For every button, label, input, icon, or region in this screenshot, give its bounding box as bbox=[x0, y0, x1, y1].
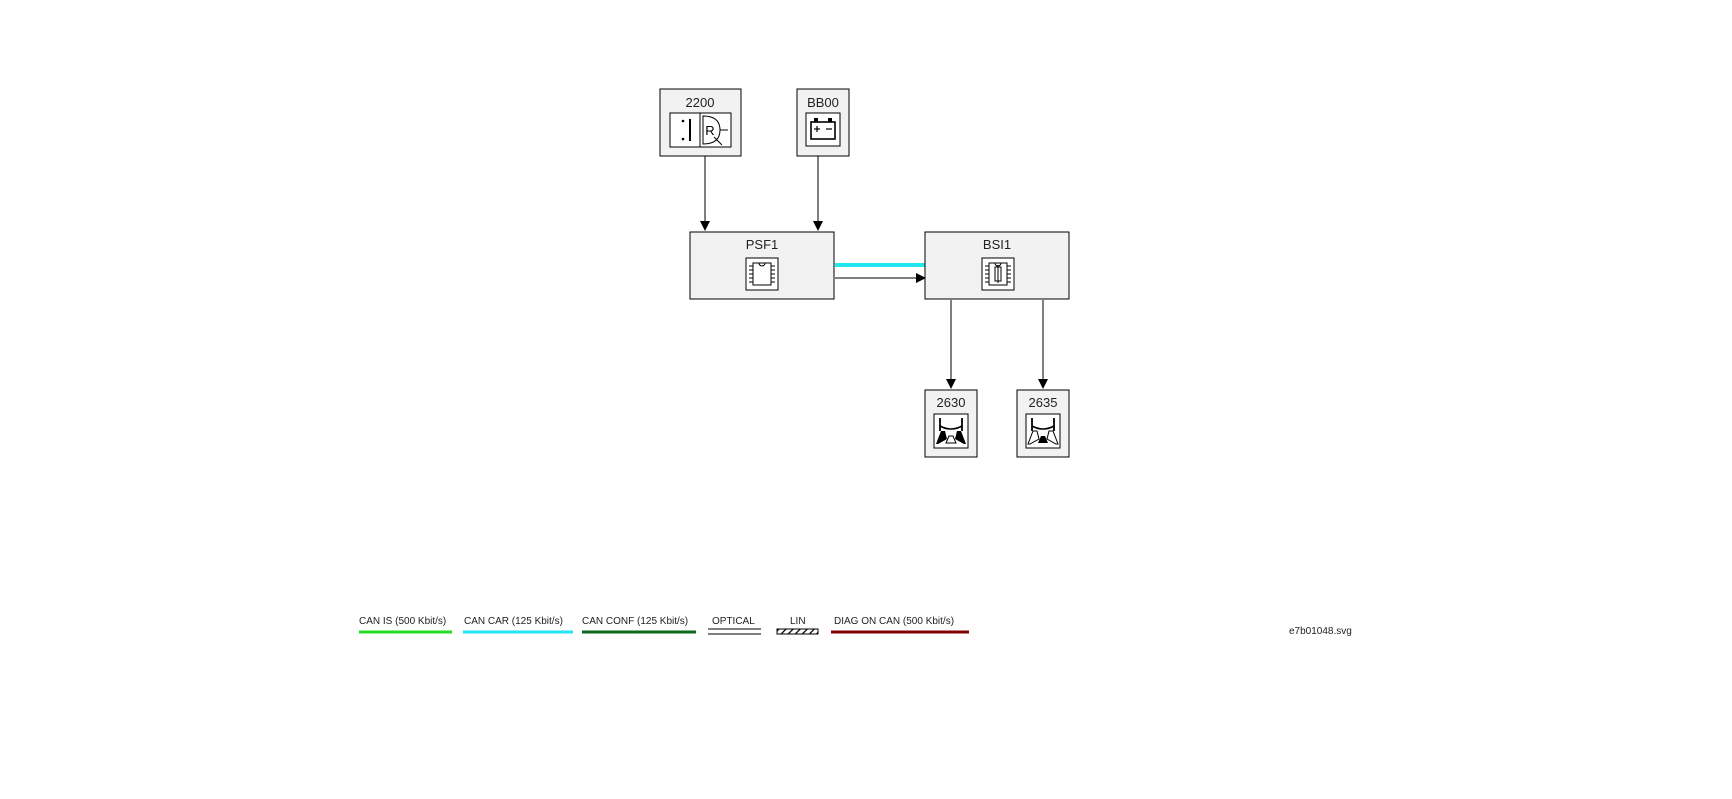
node-bsi1[interactable]: BSI1 bbox=[924, 231, 1070, 300]
fuse-box-chip-icon bbox=[981, 257, 1015, 291]
node-2630[interactable]: 2630 bbox=[924, 389, 978, 458]
node-2200-label: 2200 bbox=[686, 95, 715, 110]
legend-lin: LIN bbox=[776, 616, 819, 635]
legend-swatch-lin bbox=[776, 628, 819, 635]
legend-can-car: CAN CAR (125 Kbit/s) bbox=[463, 616, 573, 634]
node-psf1[interactable]: PSF1 bbox=[689, 231, 835, 300]
ignition-switch-icon: R bbox=[669, 112, 732, 148]
legend-diag-on-can: DIAG ON CAN (500 Kbit/s) bbox=[831, 616, 969, 634]
node-bsi1-label: BSI1 bbox=[983, 237, 1011, 252]
node-2630-label: 2630 bbox=[937, 395, 966, 410]
legend-can-is: CAN IS (500 Kbit/s) bbox=[359, 616, 452, 634]
legend-label-can-is: CAN IS (500 Kbit/s) bbox=[359, 616, 446, 627]
legend-label-can-car: CAN CAR (125 Kbit/s) bbox=[464, 616, 563, 627]
legend-optical: OPTICAL bbox=[708, 616, 761, 635]
node-2635-label: 2635 bbox=[1029, 395, 1058, 410]
node-psf1-label: PSF1 bbox=[746, 237, 779, 252]
legend-label-lin: LIN bbox=[790, 616, 806, 627]
legend-label-diag-on-can: DIAG ON CAN (500 Kbit/s) bbox=[834, 616, 954, 627]
svg-text:R: R bbox=[705, 123, 714, 138]
legend: CAN IS (500 Kbit/s) CAN CAR (125 Kbit/s)… bbox=[359, 616, 969, 635]
battery-icon bbox=[805, 112, 841, 147]
node-2200[interactable]: 2200 R bbox=[659, 88, 742, 157]
diagram-filename: e7b01048.svg bbox=[1289, 626, 1352, 637]
node-bb00-label: BB00 bbox=[807, 95, 839, 110]
legend-label-can-conf: CAN CONF (125 Kbit/s) bbox=[582, 616, 688, 627]
headlamp-icon bbox=[1025, 413, 1061, 449]
node-bb00[interactable]: BB00 bbox=[796, 88, 850, 157]
legend-label-optical: OPTICAL bbox=[712, 616, 755, 627]
ecu-chip-icon bbox=[745, 257, 779, 291]
headlamp-icon bbox=[933, 413, 969, 449]
legend-can-conf: CAN CONF (125 Kbit/s) bbox=[582, 616, 696, 634]
node-2635[interactable]: 2635 bbox=[1016, 389, 1070, 458]
